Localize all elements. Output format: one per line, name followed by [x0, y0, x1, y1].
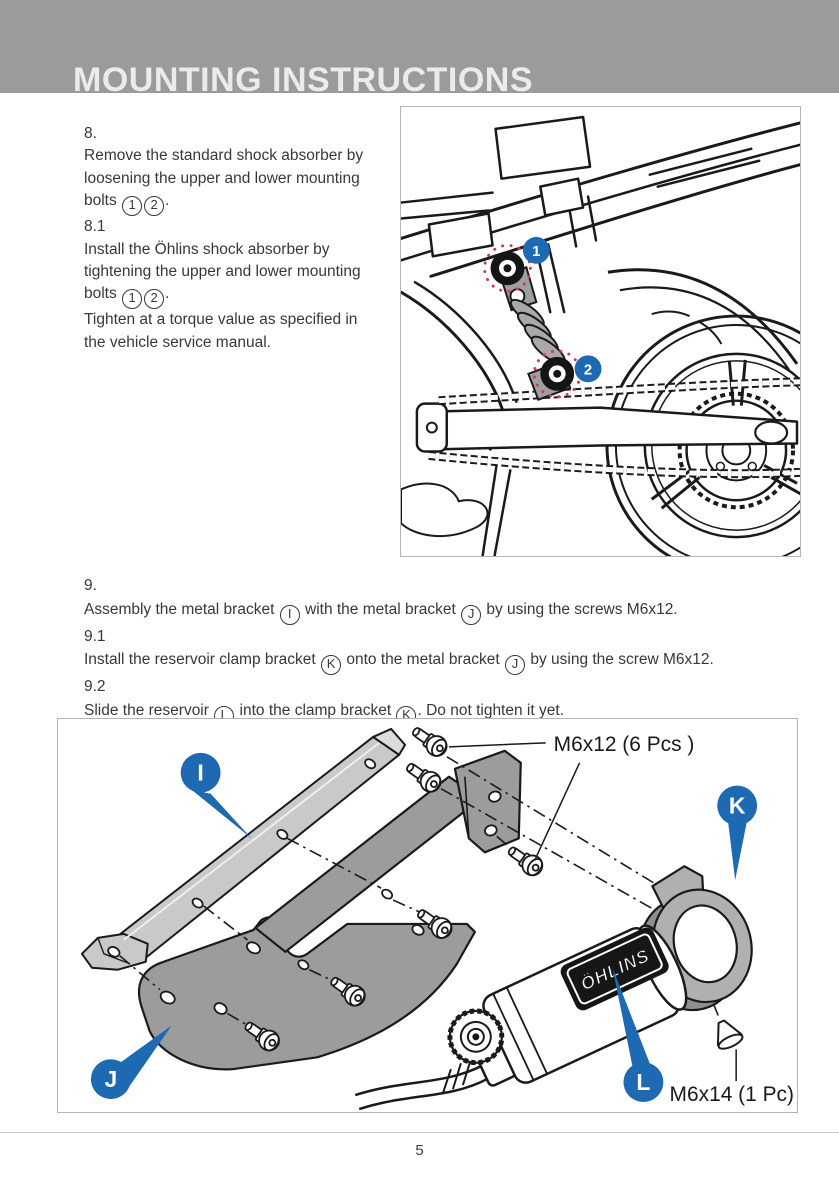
bracket-assembly-illustration: ÖHLINS	[80, 727, 794, 1111]
adjuster-knob	[447, 1008, 505, 1066]
step-8-label: 8.	[84, 125, 97, 142]
step-8-line: Remove the standard shock absorber by	[84, 147, 364, 165]
screw-m6x12	[330, 976, 366, 1007]
callout-i: I	[180, 752, 252, 839]
assembly-axis-lines	[119, 756, 719, 1035]
circled-ref: K	[321, 655, 342, 676]
step-8-1-label: 8.1	[84, 218, 106, 236]
m6x12-leader-line	[534, 762, 581, 861]
step-9-line: Assembly the metal bracket I with the me…	[84, 598, 784, 625]
m6x12-label: M6x12 (6 Pcs )	[554, 733, 695, 756]
step-9-1-label: 9.1	[84, 627, 106, 645]
step-8-1-line: tightening the upper and lower mounting	[84, 263, 361, 281]
step-9-2-line: Slide the reservoir L into the clamp bra…	[84, 699, 784, 726]
bolt-1-highlight-ring	[483, 243, 532, 293]
bracket-i	[80, 727, 407, 971]
circled-ref: 1	[122, 196, 143, 217]
circled-ref: I	[279, 604, 300, 625]
circled-ref: 2	[144, 196, 165, 217]
circled-ref: J	[505, 655, 526, 676]
figure-bracket-assembly: ÖHLINS	[57, 718, 798, 1113]
reservoir-hose	[354, 1064, 484, 1097]
callout-k-label: K	[729, 793, 746, 819]
step-8-line: loosening the upper and lower mounting	[84, 169, 360, 187]
footer-divider	[0, 1132, 839, 1133]
screw-m6x12	[417, 909, 453, 939]
step-9-1-line: Install the reservoir clamp bracket K on…	[84, 648, 784, 676]
underseat-boxes	[427, 115, 592, 258]
exhaust-detail	[401, 465, 512, 556]
header-band: MOUNTING INSTRUCTIONS	[0, 0, 839, 93]
step-9-2-label: 9.2	[84, 678, 106, 696]
callout-i-label: I	[197, 760, 203, 786]
step-8-1-line: Install the Öhlins shock absorber by	[84, 240, 330, 258]
circled-ref: 2	[144, 289, 165, 310]
shock-mounting-illustration: 1 2	[401, 115, 800, 556]
callout-k: K	[717, 785, 758, 881]
hose-band	[442, 1058, 472, 1094]
screws-m6x12	[244, 727, 544, 1052]
screw-m6x12	[406, 762, 442, 793]
callout-1-label: 1	[532, 243, 540, 260]
step-9-label: 9.	[84, 577, 97, 594]
screw-m6x12	[412, 727, 448, 757]
m6x14-label: M6x14 (1 Pc)	[670, 1083, 794, 1106]
torque-note-line: Tighten at a torque value as specified i…	[84, 311, 358, 329]
step-9-instructions: 9. Assembly the metal bracket I with the…	[84, 574, 784, 726]
callout-j-label: J	[104, 1066, 117, 1092]
torque-note-line: the vehicle service manual.	[84, 333, 271, 351]
circled-ref: J	[461, 604, 482, 625]
step-8-instructions: 8. Remove the standard shock absorber by…	[84, 123, 404, 354]
drive-chain	[428, 377, 800, 479]
callout-2-label: 2	[584, 361, 592, 378]
bracket-j-plate	[137, 916, 476, 1071]
page-number: 5	[415, 1142, 424, 1159]
figure-shock-mounting: 1 2	[400, 106, 801, 557]
screw-m6x12	[244, 1021, 280, 1052]
upper-mounting-bolt	[483, 243, 532, 293]
circled-ref: 1	[122, 289, 143, 310]
rear-fender	[607, 268, 799, 371]
swingarm	[415, 402, 799, 453]
callout-1: 1	[522, 236, 550, 264]
reservoir-hose	[358, 1078, 488, 1111]
m6x12-leader-line	[448, 742, 546, 748]
screw-m6x12	[507, 846, 544, 877]
screw-m6x14	[716, 1019, 744, 1050]
callout-j: J	[90, 1025, 172, 1100]
reservoir-l: ÖHLINS	[354, 924, 688, 1111]
sprocket	[677, 391, 796, 510]
bracket-j	[137, 749, 522, 1071]
callout-2: 2	[574, 355, 602, 383]
callout-l-label: L	[636, 1069, 650, 1095]
page-title: MOUNTING INSTRUCTIONS	[73, 60, 534, 93]
